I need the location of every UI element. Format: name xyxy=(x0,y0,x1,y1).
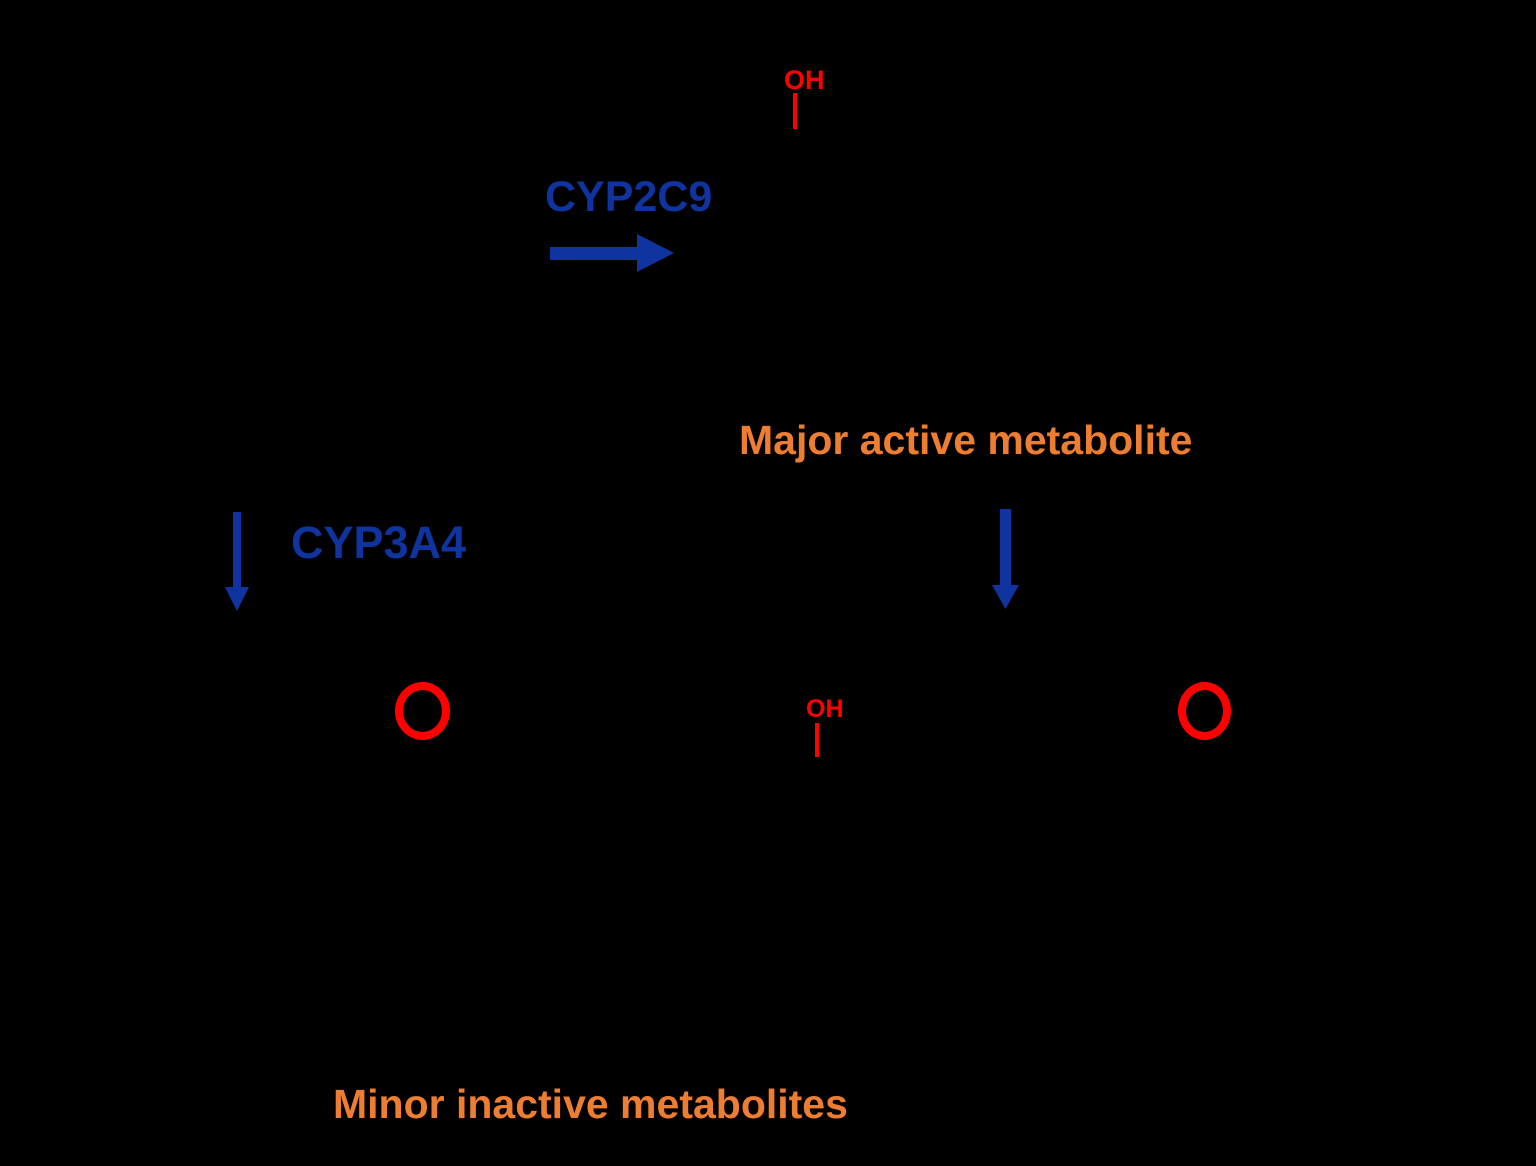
enzyme-label-cyp3a4: CYP3A4 xyxy=(291,517,467,568)
hydroxyl-group-top-label: OH xyxy=(784,65,825,95)
oxidation-site-circle-left-icon xyxy=(395,682,450,740)
reaction-arrow-down-left-icon xyxy=(225,512,249,611)
hydroxyl-group-mid-label: OH xyxy=(806,695,844,723)
major-active-metabolite-label: Major active metabolite xyxy=(739,417,1193,463)
enzyme-label-cyp2c9: CYP2C9 xyxy=(545,173,713,221)
reaction-arrow-right-icon xyxy=(550,234,674,272)
hydroxyl-mid-bond-line xyxy=(815,723,819,757)
reaction-arrow-down-right-icon xyxy=(992,509,1019,609)
minor-inactive-metabolites-label: Minor inactive metabolites xyxy=(333,1081,848,1127)
hydroxyl-top-bond-line xyxy=(793,93,797,129)
oxidation-site-circle-right-icon xyxy=(1178,682,1231,740)
